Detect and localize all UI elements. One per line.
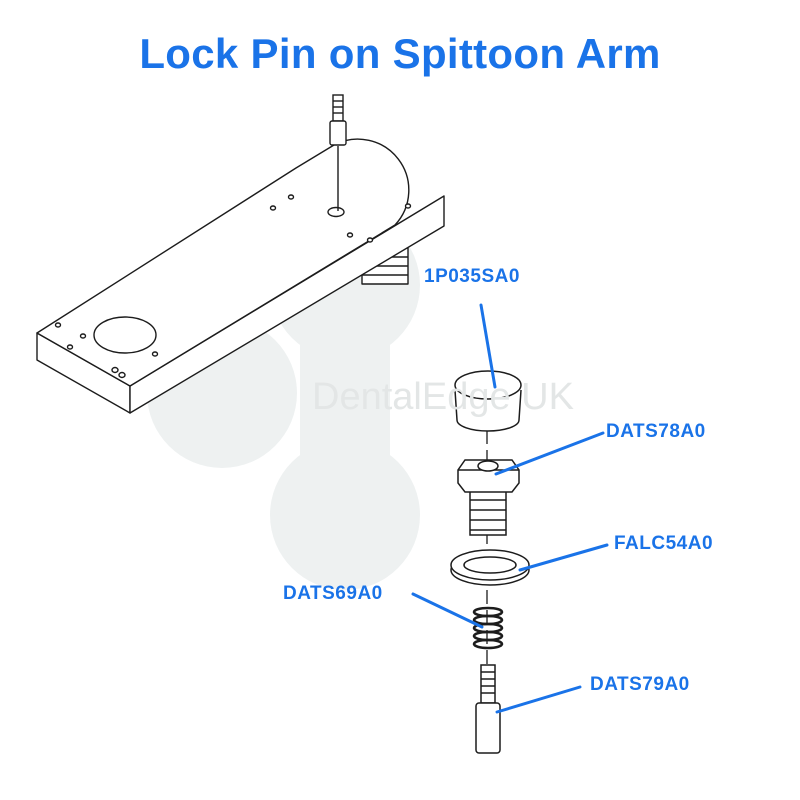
leader-lines	[411, 303, 609, 714]
label-falc54a0: FALC54A0	[614, 533, 714, 554]
spring-part	[472, 606, 504, 650]
lock-pin-part	[475, 664, 501, 754]
watermark-text: DentalEdge UK	[312, 376, 574, 418]
label-dats69a0: DATS69A0	[283, 583, 383, 604]
diagram-title: Lock Pin on Spittoon Arm	[139, 30, 661, 77]
top-screw	[329, 94, 347, 211]
cap-part	[454, 370, 522, 432]
label-dats79a0: DATS79A0	[590, 674, 690, 695]
label-1p035sa0: 1P035SA0	[424, 266, 520, 287]
hex-nut-part	[457, 459, 520, 536]
washer-part	[450, 549, 530, 586]
label-dats78a0: DATS78A0	[606, 421, 706, 442]
spittoon-arm	[36, 138, 445, 414]
